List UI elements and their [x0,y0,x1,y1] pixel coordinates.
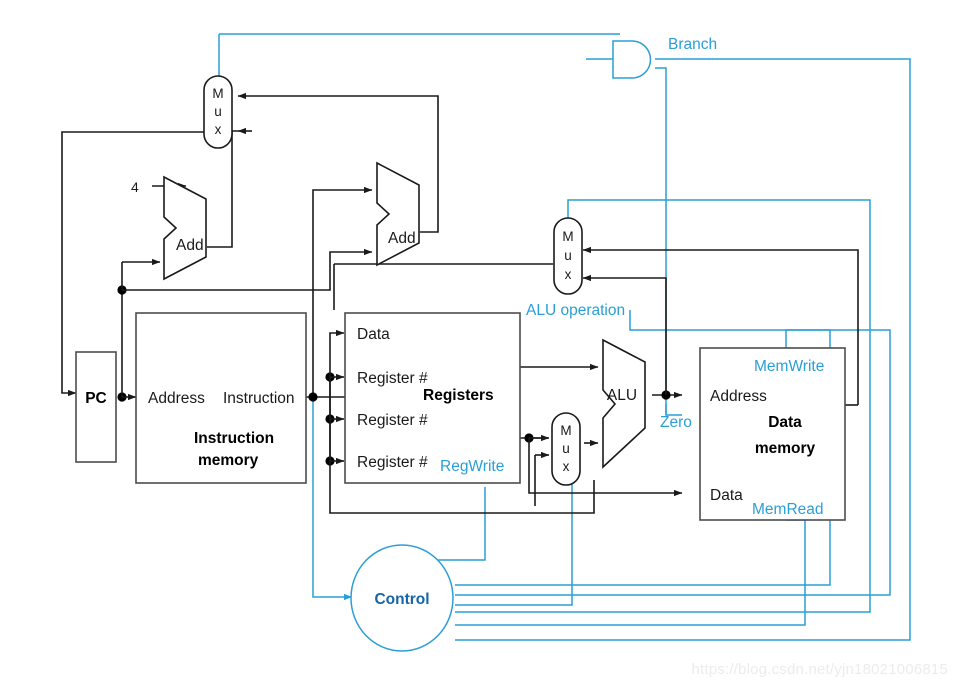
alu-shape[interactable] [602,338,646,469]
opcode-to-control-wire [312,397,353,601]
constant-four-label: 4 [131,179,139,195]
regwrite-signal-wire [437,487,486,561]
alu-operation-label: ALU operation [526,302,625,319]
datapath-wire-group [61,92,859,514]
add-pc-shape[interactable] [163,175,207,281]
registers-data-port-label: Data [357,326,390,343]
mem-to-reg-mux-m: M [562,229,573,244]
add-branch-shape[interactable] [376,161,420,267]
add-pc-label: Add [176,237,204,254]
alu-label: ALU [607,387,637,404]
regwrite-label: RegWrite [440,458,504,475]
pc-source-mux-x: x [215,122,222,137]
pc-source-mux-m: M [212,86,223,101]
zero-flag-label: Zero [660,414,692,431]
pcsrc-mux-to-pc-wire [61,131,204,397]
registers-reg1-port-label: Register # [357,370,428,387]
branch-and-gate[interactable] [612,40,652,79]
dmem-readdata-to-mux-wire [582,246,859,405]
control-unit-label: Control [374,591,429,608]
pc-source-mux[interactable] [203,75,233,149]
memwrite-label: MemWrite [754,358,824,375]
control-wire-group [218,33,911,652]
instruction-junction [308,392,318,402]
registers-title: Registers [423,387,494,404]
watermark-text: https://blog.csdn.net/yjn18021006815 [691,661,948,678]
add-branch-label: Add [388,230,416,247]
mem-to-reg-mux-x: x [565,267,572,282]
branch-output-label: Branch [668,36,717,53]
memtoreg-signal-wire [455,470,573,606]
aluop-signal-wire [455,310,891,596]
dmem-title-line2: memory [755,440,816,457]
add4-out-riser [207,130,238,248]
writedata-to-registers-wire [329,329,595,514]
pc-to-branchadd-wire [122,248,373,291]
registers-block[interactable] [344,312,521,484]
alu-src-mux-m: M [560,423,571,438]
memread-label: MemRead [752,501,824,518]
registers-reg3-port-label: Register # [357,454,428,471]
imem-title-line2: memory [198,452,259,469]
alu-src-mux-x: x [563,459,570,474]
memwrite-signal-wire [455,329,831,586]
imem-instruction-port-label: Instruction [223,390,295,407]
pc-label: PC [85,390,107,407]
branchadd-to-mux-wire [237,92,439,233]
alusrc-signal-wire [455,199,871,613]
imem-title-line1: Instruction [194,430,274,447]
mem-to-reg-mux-u: u [564,248,572,263]
registers-reg2-port-label: Register # [357,412,428,429]
dmem-title-line1: Data [768,414,802,431]
mem-to-reg-mux[interactable] [553,217,583,295]
dmem-address-port-label: Address [710,388,767,405]
aluresult-to-upper-mux-wire [582,274,667,395]
alu-src-mux-u: u [562,441,570,456]
memread-signal-wire [455,519,806,626]
dmem-data-port-label: Data [710,487,743,504]
pc-register-block[interactable] [75,351,117,463]
readdata2-to-dmem-wire [528,438,683,497]
offset-to-branchadd-wire [312,186,373,397]
imem-address-port-label: Address [148,390,205,407]
instruction-memory-block[interactable] [135,312,307,484]
control-unit-ellipse[interactable] [350,544,454,652]
pc-source-mux-u: u [214,104,222,119]
zero-to-and-wire [655,67,682,416]
data-memory-block[interactable] [699,347,846,521]
branch-signal-wire [455,58,911,641]
alu-src-mux[interactable] [551,412,581,486]
